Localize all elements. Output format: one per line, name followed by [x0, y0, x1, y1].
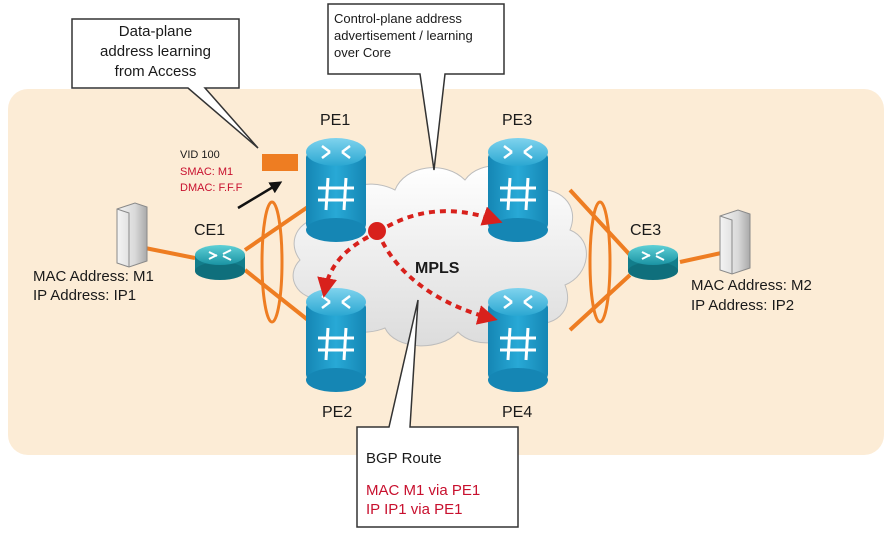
pe1-switch-icon[interactable] [306, 138, 366, 242]
callout-bgp-title: BGP Route [366, 450, 442, 467]
callout-bgp-line1: MAC M1 via PE1 [366, 482, 481, 499]
host-left-mac: MAC Address: M1 [33, 268, 154, 285]
pe2-label: PE2 [322, 404, 353, 421]
learning-arrow [237, 181, 283, 210]
callout-control-plane: Control-plane address advertisement / le… [334, 10, 473, 61]
callout-control-plane-line2: advertisement / learning [334, 28, 473, 43]
callout-data-plane-box [71, 18, 259, 149]
ce3-label: CE3 [630, 222, 662, 239]
frame-smac: SMAC: M1 [180, 166, 234, 178]
mpls-label: MPLS [415, 260, 460, 277]
callout-control-plane-line3: over Core [334, 45, 392, 60]
frame-dmac: DMAC: F.F.F [180, 182, 243, 194]
pe1-origin-dot [368, 222, 386, 240]
frame-vid: VID 100 [180, 149, 220, 161]
bgp-advertisement-arrows [317, 206, 503, 325]
callout-data-plane-line3: from Access [114, 63, 197, 80]
host-right-mac: MAC Address: M2 [691, 277, 812, 294]
callout-control-plane-line1: Control-plane address [334, 11, 462, 26]
host-right-server-icon[interactable] [719, 209, 751, 275]
ce3-router-icon[interactable] [628, 245, 678, 280]
callout-bgp-line2: IP IP1 via PE1 [366, 501, 463, 518]
callout-data-plane-line2: address learning [100, 43, 211, 60]
callout-bgp: BGP Route MAC M1 via PE1 IP IP1 via PE1 [366, 449, 480, 519]
callout-control-plane-box [327, 3, 505, 171]
pe3-label: PE3 [502, 112, 533, 129]
ce1-router-icon[interactable] [195, 245, 245, 280]
callout-data-plane: Data-plane address learning from Access [72, 22, 239, 82]
pe4-switch-icon[interactable] [488, 288, 548, 392]
host-left-server-icon[interactable] [116, 202, 148, 268]
ce1-label: CE1 [194, 222, 226, 239]
callout-bgp-box [356, 299, 519, 528]
callout-data-plane-line1: Data-plane [118, 23, 193, 40]
pe3-switch-icon[interactable] [488, 138, 548, 242]
host-right-ip: IP Address: IP2 [691, 297, 795, 314]
frame-icon [262, 154, 298, 171]
pe4-label: PE4 [502, 404, 533, 421]
pe2-switch-icon[interactable] [306, 288, 366, 392]
host-left-ip: IP Address: IP1 [33, 287, 137, 304]
pe1-label: PE1 [320, 112, 351, 129]
